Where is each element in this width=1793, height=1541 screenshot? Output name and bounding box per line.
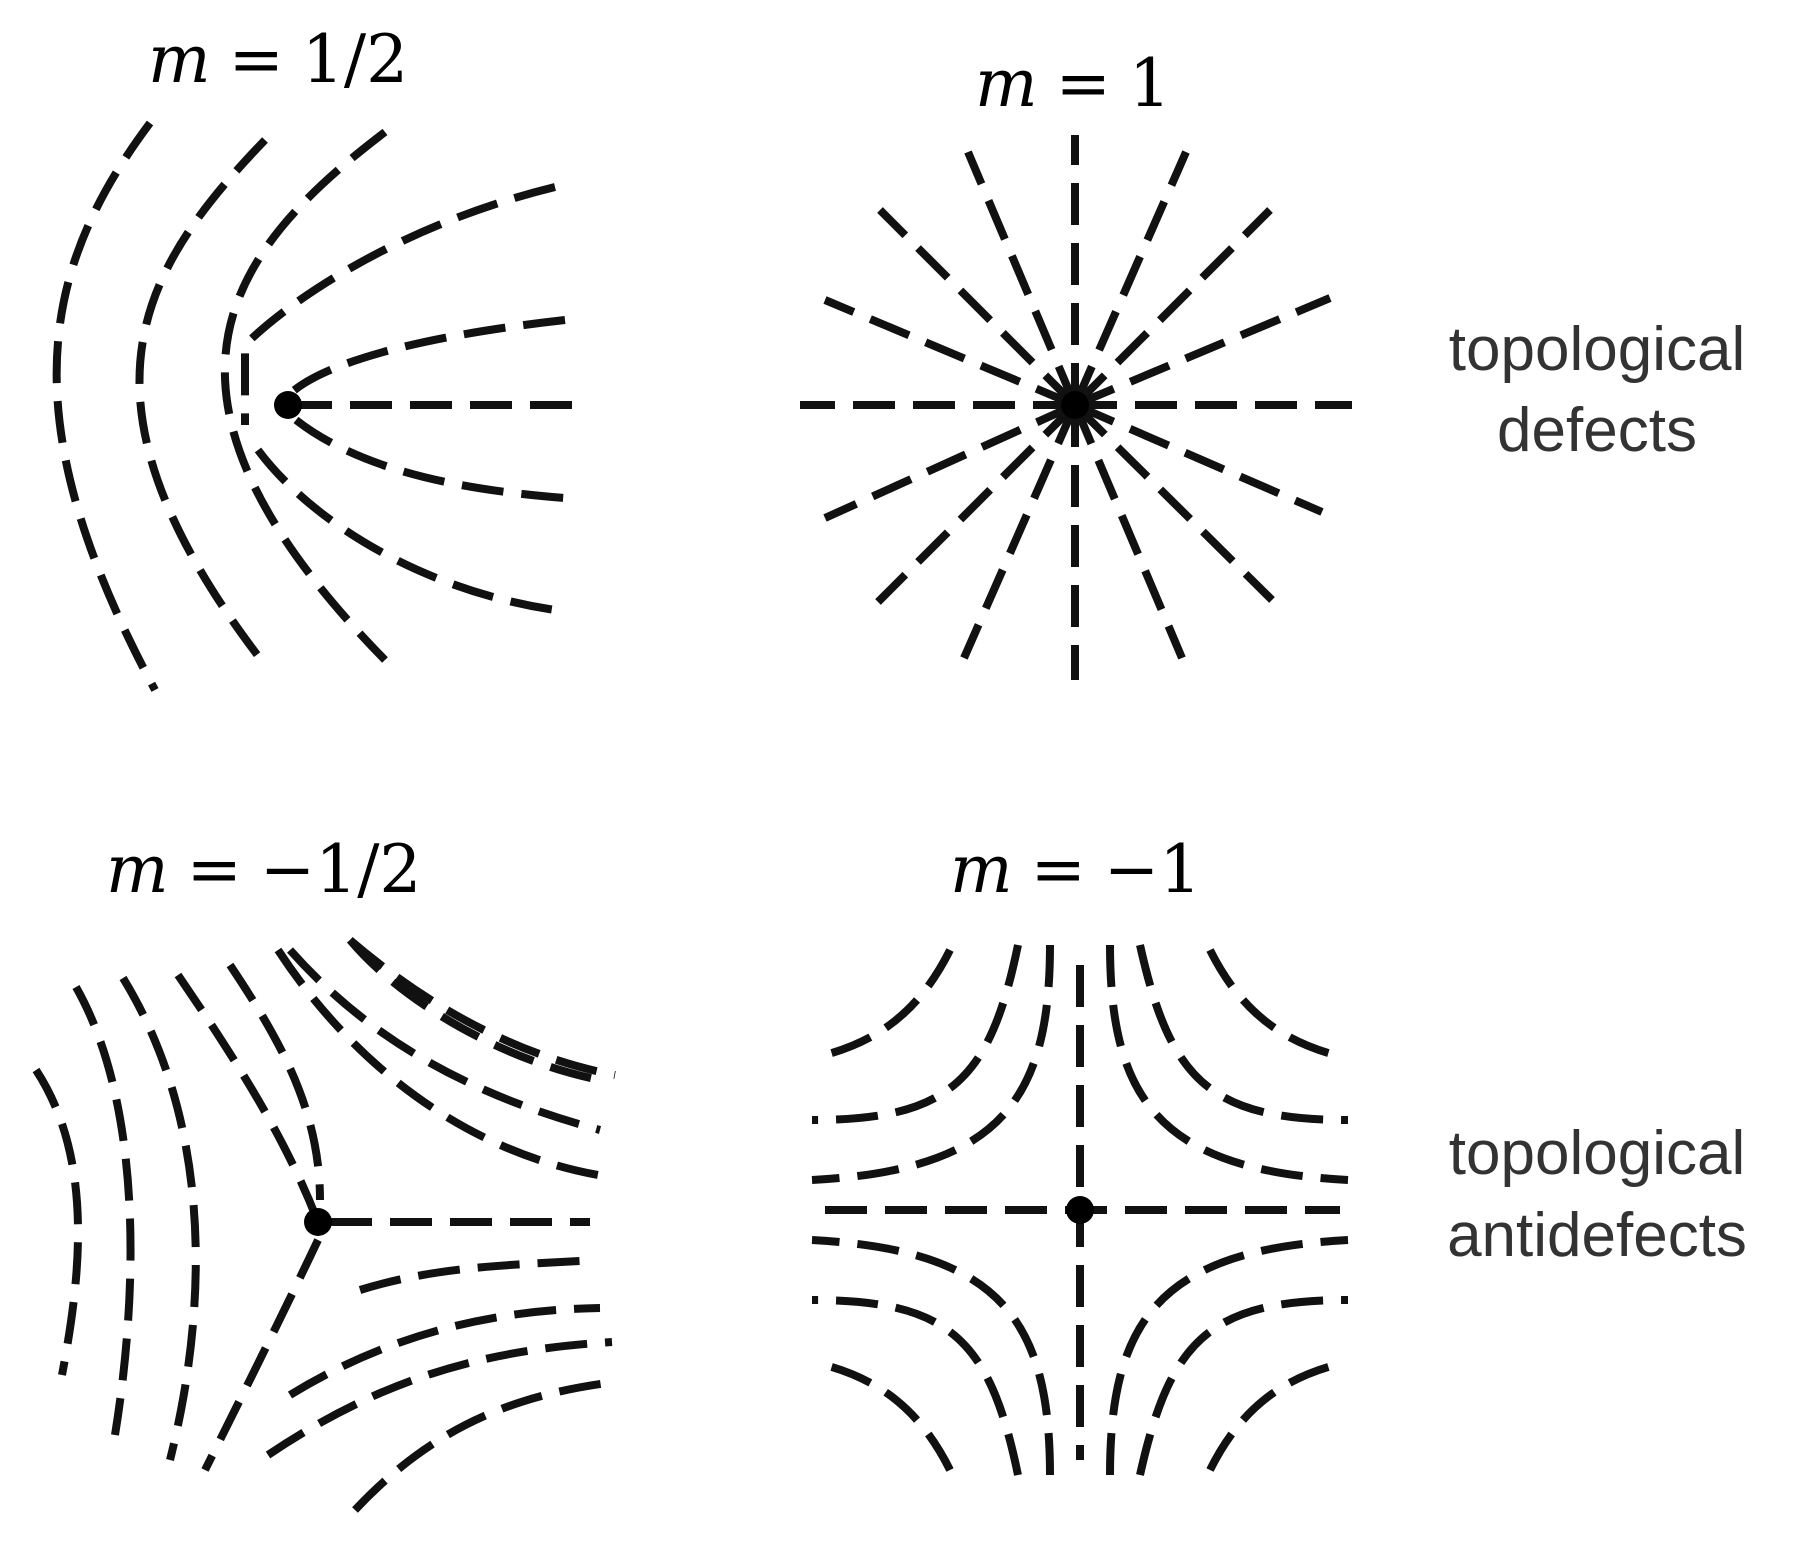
director-ray bbox=[823, 401, 1077, 522]
director-line bbox=[32, 1067, 83, 1376]
director-ray bbox=[1071, 403, 1186, 660]
director-field-minus-half bbox=[32, 936, 616, 1513]
defect-core bbox=[304, 1208, 332, 1236]
label-m-half: m=1/2 bbox=[148, 21, 408, 98]
director-ray bbox=[875, 402, 1078, 605]
director-ray bbox=[877, 207, 1078, 408]
director-line bbox=[811, 944, 1022, 1124]
director-line bbox=[201, 1238, 322, 1472]
director-line bbox=[811, 1236, 1054, 1476]
director-ray bbox=[960, 403, 1079, 660]
antidefects-label-line2: antidefects bbox=[1447, 1201, 1747, 1270]
director-ray bbox=[823, 296, 1077, 409]
director-line bbox=[135, 137, 269, 668]
director-line bbox=[289, 316, 566, 396]
director-line bbox=[1206, 1361, 1337, 1472]
director-line bbox=[1206, 948, 1337, 1059]
director-line bbox=[823, 948, 954, 1059]
director-line bbox=[811, 944, 1054, 1184]
director-line bbox=[52, 120, 159, 692]
director-line bbox=[265, 1338, 613, 1459]
defects-label-line1: topological bbox=[1449, 315, 1745, 384]
defect-core bbox=[274, 391, 302, 419]
director-ray bbox=[1072, 207, 1273, 408]
director-field-one bbox=[800, 135, 1352, 680]
defect-core bbox=[1061, 391, 1089, 419]
director-line bbox=[1136, 944, 1349, 1124]
director-line bbox=[293, 416, 566, 502]
director-ray bbox=[964, 150, 1079, 407]
director-line bbox=[254, 447, 556, 614]
defects-label-line2: defects bbox=[1497, 396, 1697, 465]
director-line bbox=[1106, 944, 1349, 1184]
director-line bbox=[287, 947, 602, 1134]
director-line bbox=[226, 962, 324, 1201]
director-line bbox=[347, 936, 616, 1079]
label-m-minus-half: m=−1/2 bbox=[106, 831, 421, 908]
director-line bbox=[241, 183, 556, 425]
director-field-half bbox=[52, 120, 578, 692]
director-ray bbox=[1073, 294, 1332, 409]
director-line bbox=[346, 937, 601, 1084]
director-line bbox=[274, 947, 599, 1179]
director-line bbox=[119, 975, 200, 1461]
director-line bbox=[220, 128, 388, 663]
director-line bbox=[1136, 1296, 1349, 1476]
director-ray bbox=[1071, 150, 1190, 407]
antidefects-label-line1: topological bbox=[1449, 1119, 1745, 1188]
director-line bbox=[352, 1378, 616, 1513]
director-line bbox=[823, 1361, 954, 1472]
director-line bbox=[811, 1296, 1022, 1476]
director-line bbox=[358, 1256, 596, 1294]
label-m-one: m=1 bbox=[975, 45, 1171, 122]
director-field-minus-one bbox=[811, 944, 1349, 1476]
director-line bbox=[72, 985, 135, 1436]
director-line bbox=[287, 1304, 601, 1399]
label-m-minus-one: m=−1 bbox=[950, 831, 1201, 908]
defect-core bbox=[1066, 1196, 1094, 1224]
director-ray bbox=[1073, 401, 1324, 516]
director-line bbox=[174, 972, 322, 1224]
director-line bbox=[1106, 1236, 1349, 1476]
director-ray bbox=[1072, 402, 1275, 603]
